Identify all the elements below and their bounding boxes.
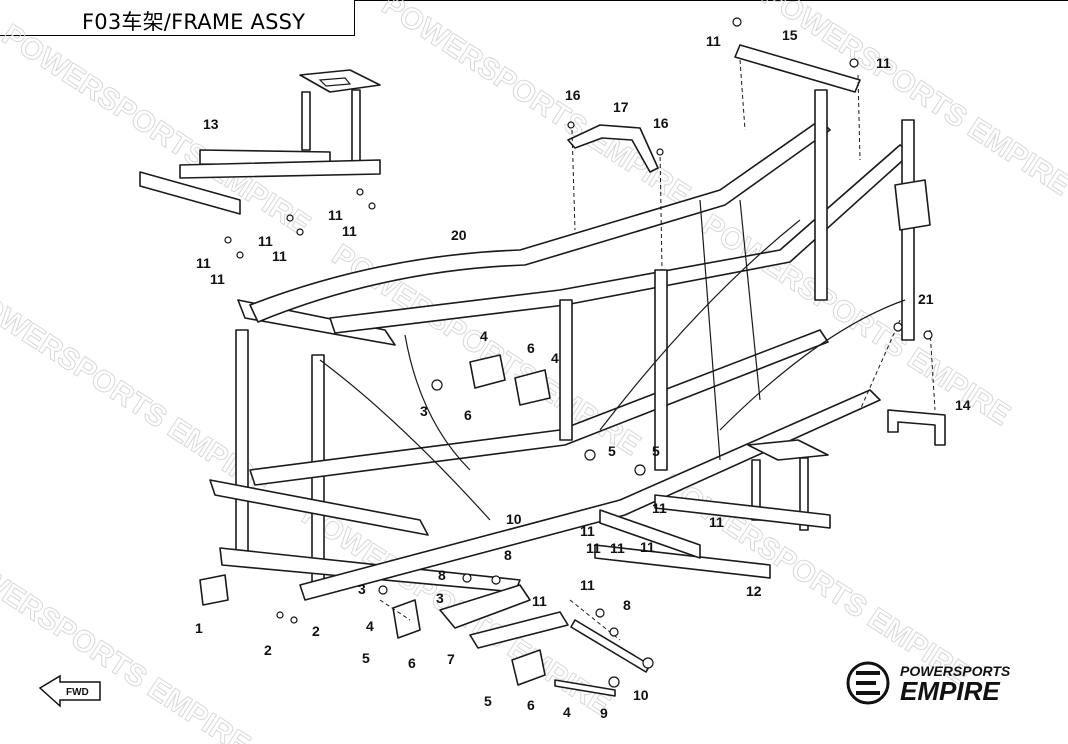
assembly-lines bbox=[379, 59, 936, 641]
bolt-icon bbox=[224, 236, 232, 244]
main-frame bbox=[139, 44, 946, 697]
logo-line1: POWERSPORTS bbox=[900, 663, 1011, 679]
bolt-icon bbox=[296, 228, 304, 236]
logo-emblem-icon bbox=[846, 661, 890, 705]
callout-label: 11 bbox=[876, 55, 891, 71]
nut-icon bbox=[642, 657, 654, 669]
callout-label: 20 bbox=[451, 227, 467, 243]
callout-label: 16 bbox=[653, 115, 669, 131]
brand-logo: POWERSPORTS EMPIRE bbox=[846, 661, 1011, 706]
callout-label: 3 bbox=[436, 590, 444, 606]
callout-label: 14 bbox=[955, 397, 971, 413]
bolt-icon bbox=[368, 202, 376, 210]
bolt-icon bbox=[923, 330, 933, 340]
callout-label: 12 bbox=[746, 583, 762, 599]
page-title: F03车架/FRAME ASSY bbox=[82, 10, 306, 34]
callout-label: 4 bbox=[563, 704, 571, 720]
callout-label: 17 bbox=[613, 99, 629, 115]
fwd-badge: FWD bbox=[38, 674, 101, 708]
callout-label: 3 bbox=[358, 581, 366, 597]
callout-label: 5 bbox=[362, 650, 370, 666]
callout-label: 21 bbox=[918, 291, 934, 307]
washer-icon bbox=[462, 573, 472, 583]
callout-label: 10 bbox=[633, 687, 649, 703]
bolt-icon bbox=[286, 214, 294, 222]
callout-label: 6 bbox=[464, 407, 472, 423]
callout-label: 2 bbox=[264, 642, 272, 658]
callouts: 1 2 2 3 3 3 4 4 4 4 5 5 5 5 6 6 6 6 7 8 … bbox=[195, 27, 971, 721]
callout-label: 4 bbox=[366, 618, 374, 634]
bolt-icon bbox=[236, 251, 244, 259]
fasteners bbox=[224, 17, 933, 688]
washer-icon bbox=[609, 627, 619, 637]
callout-label: 11 bbox=[342, 223, 357, 239]
callout-label: 11 bbox=[706, 33, 721, 49]
watermark-text: POWERSPORTS EMPIRE bbox=[0, 538, 256, 744]
top-border-line bbox=[355, 0, 1068, 1]
bolt-icon bbox=[893, 322, 903, 332]
washer-icon bbox=[584, 449, 596, 461]
callout-label: 1 bbox=[195, 620, 203, 636]
callout-label: 5 bbox=[652, 443, 660, 459]
callout-label: 6 bbox=[527, 340, 535, 356]
washer-icon bbox=[595, 608, 605, 618]
callout-label: 8 bbox=[623, 597, 631, 613]
watermark-text: POWERSPORTS EMPIRE bbox=[376, 0, 696, 212]
callout-label: 13 bbox=[203, 116, 219, 132]
callout-label: 11 bbox=[652, 500, 667, 516]
callout-label: 11 bbox=[586, 540, 601, 556]
callout-label: 11 bbox=[210, 271, 225, 287]
callout-label: 7 bbox=[447, 651, 455, 667]
watermark-text: POWERSPORTS EMPIRE bbox=[0, 278, 276, 502]
callout-label: 15 bbox=[782, 27, 798, 43]
callout-label: 6 bbox=[527, 697, 535, 713]
callout-label: 11 bbox=[328, 207, 343, 223]
callout-label: 2 bbox=[312, 623, 320, 639]
nut-icon bbox=[608, 676, 620, 688]
washer-icon bbox=[431, 379, 443, 391]
bolt-icon bbox=[356, 188, 364, 196]
logo-mark-icon bbox=[856, 671, 880, 695]
callout-label: 3 bbox=[420, 403, 428, 419]
callout-label: 10 bbox=[506, 511, 522, 527]
washer-icon bbox=[634, 464, 646, 476]
callout-label: 11 bbox=[610, 540, 625, 556]
washer-icon bbox=[491, 575, 501, 585]
callout-label: 11 bbox=[258, 233, 273, 249]
callout-label: 11 bbox=[580, 577, 595, 593]
bolt-icon bbox=[656, 148, 664, 156]
callout-label: 11 bbox=[196, 255, 211, 271]
callout-label: 11 bbox=[272, 248, 287, 264]
bolt-icon bbox=[276, 611, 284, 619]
callout-label: 11 bbox=[709, 514, 724, 530]
bolt-icon bbox=[849, 58, 859, 68]
callout-label: 16 bbox=[565, 87, 581, 103]
callout-label: 4 bbox=[480, 328, 488, 344]
fwd-label: FWD bbox=[66, 687, 89, 698]
callout-label: 8 bbox=[438, 567, 446, 583]
callout-label: 5 bbox=[608, 443, 616, 459]
watermark-text: POWERSPORTS EMPIRE bbox=[0, 18, 316, 242]
washer-icon bbox=[378, 585, 388, 595]
callout-label: 11 bbox=[640, 539, 655, 555]
bolt-icon bbox=[567, 121, 575, 129]
logo-line2: EMPIRE bbox=[900, 676, 1000, 706]
callout-label: 11 bbox=[580, 523, 595, 539]
callout-label: 11 bbox=[532, 593, 547, 609]
bolt-icon bbox=[290, 616, 298, 624]
callout-label: 9 bbox=[600, 705, 608, 721]
callout-label: 8 bbox=[504, 547, 512, 563]
callout-label: 6 bbox=[408, 655, 416, 671]
callout-label: 4 bbox=[551, 350, 559, 366]
callout-label: 5 bbox=[484, 693, 492, 709]
bolt-icon bbox=[732, 17, 742, 27]
title-box: F03车架/FRAME ASSY bbox=[0, 0, 355, 36]
